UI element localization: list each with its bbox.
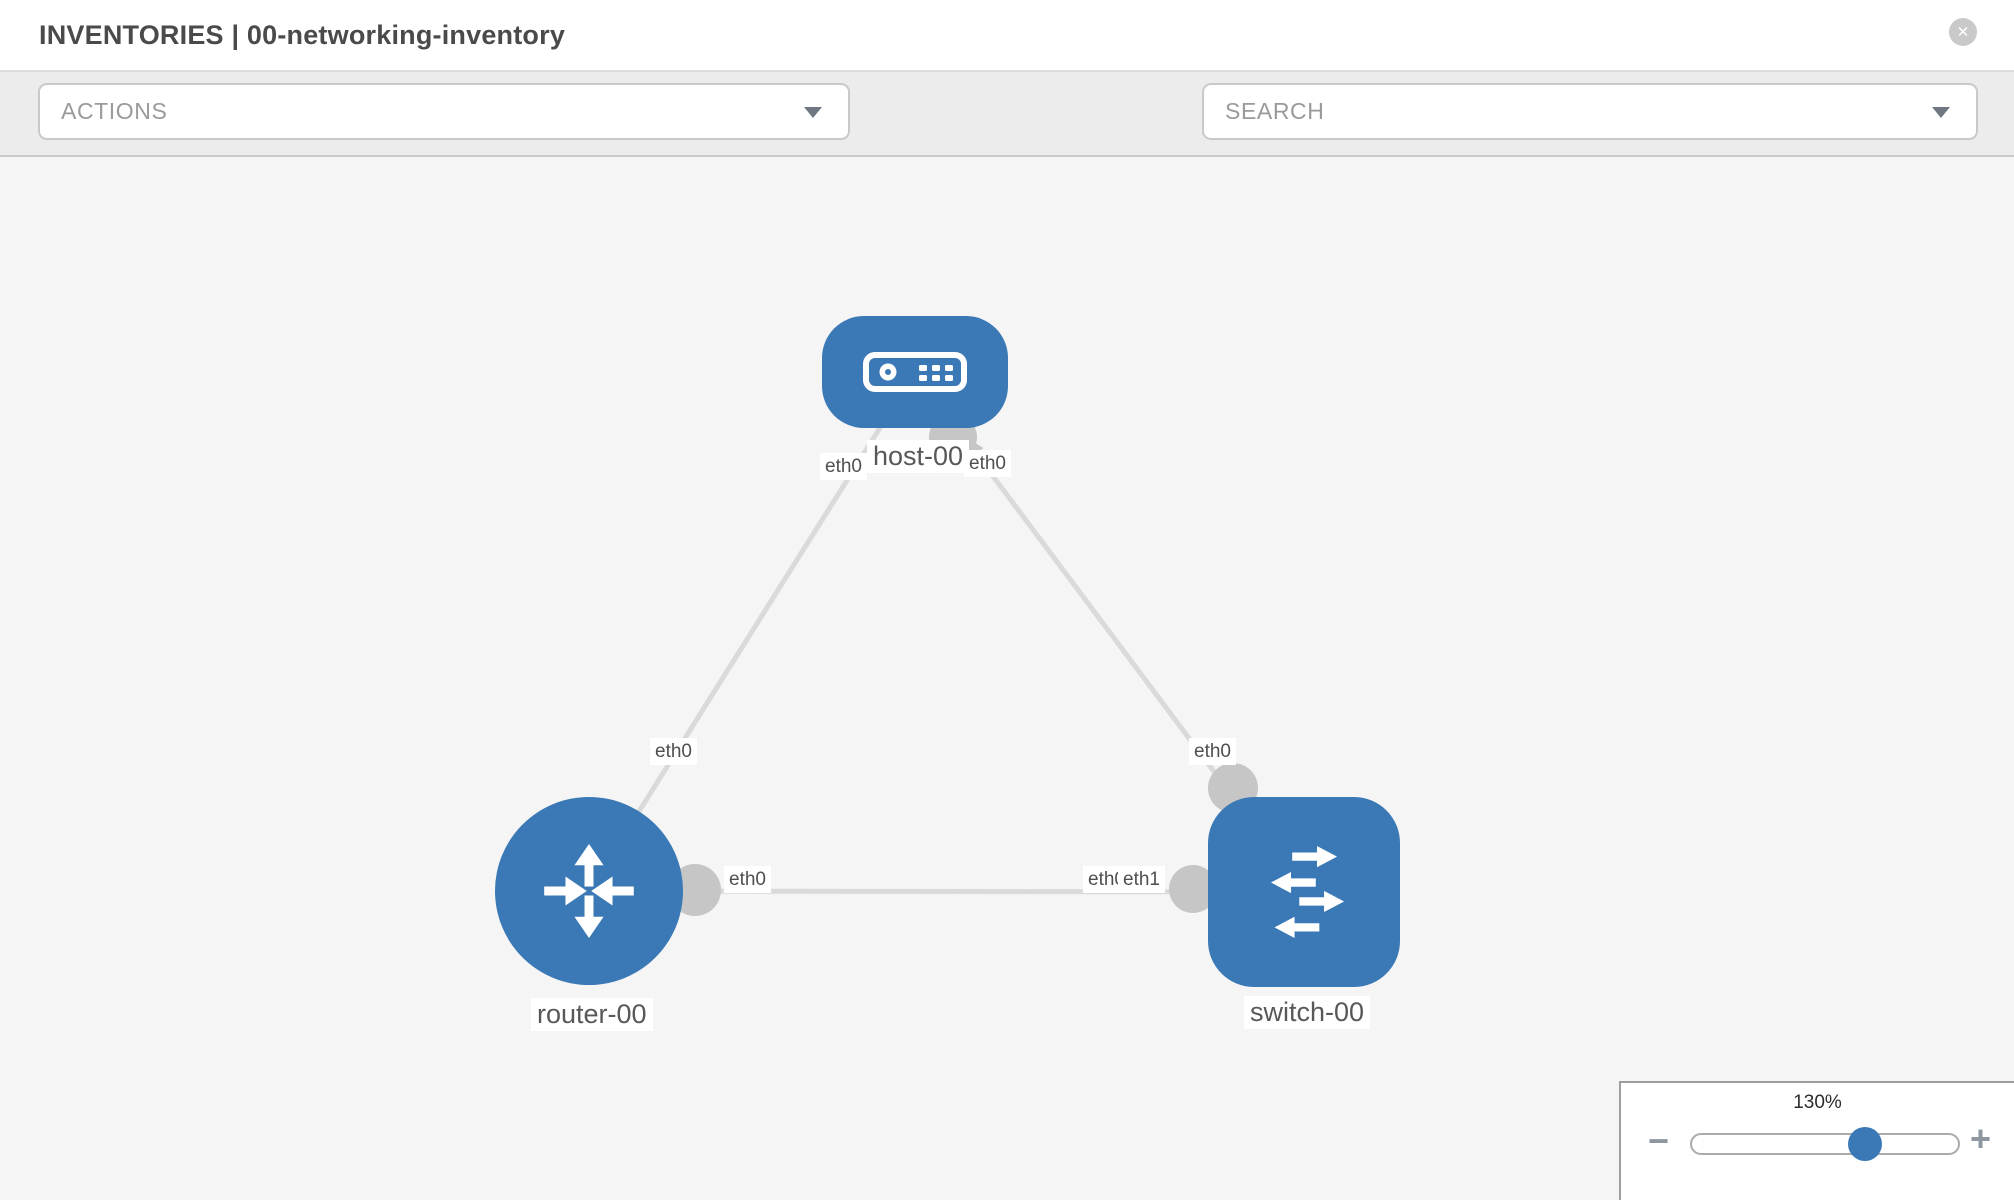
actions-dropdown-label: ACTIONS [61,98,168,124]
actions-dropdown[interactable]: ACTIONS [38,83,850,140]
iface-label-switch-eth1: eth1 [1118,866,1165,893]
router-icon [544,843,634,939]
search-dropdown[interactable]: SEARCH [1202,83,1978,140]
node-label-router: router-00 [531,998,653,1031]
zoom-slider-thumb[interactable] [1848,1127,1882,1161]
topology-canvas[interactable]: host-00 router-00 switch-00 eth0 eth0 et… [0,157,2014,1200]
iface-label-host-eth0-left: eth0 [820,453,867,480]
chevron-down-icon [1932,107,1950,118]
toolbar: ACTIONS SEARCH [0,72,2014,206]
zoom-out-button[interactable]: − [1648,1120,1670,1161]
zoom-in-button[interactable]: + [1970,1118,1992,1159]
interface-dot-switch-left [1169,865,1217,913]
node-label-switch: switch-00 [1244,996,1371,1029]
node-router-00[interactable] [495,797,683,985]
search-placeholder: SEARCH [1225,98,1325,124]
page-title: INVENTORIES | 00-networking-inventory [39,20,566,50]
zoom-level-value: 130% [1793,1092,1842,1113]
topology-links-layer [586,370,1307,916]
close-button[interactable]: ✕ [1949,18,1977,46]
header-bar: INVENTORIES | 00-networking-inventory ✕ [0,0,2014,72]
iface-label-switch-eth0-top: eth0 [1189,738,1236,765]
node-label-host: host-00 [867,440,970,473]
node-switch-00[interactable] [1208,797,1400,987]
chevron-down-icon [804,107,822,118]
zoom-slider-track[interactable] [1690,1133,1960,1155]
zoom-control-panel: 130% − + [1619,1081,2014,1200]
close-icon: ✕ [1956,24,1970,41]
iface-label-router-eth0-top: eth0 [650,738,697,765]
iface-label-host-eth0-right: eth0 [964,450,1011,477]
switch-icon [1270,845,1345,939]
iface-label-router-eth0-mid: eth0 [724,866,771,893]
node-host-00[interactable] [822,316,1008,428]
host-icon [863,352,967,392]
